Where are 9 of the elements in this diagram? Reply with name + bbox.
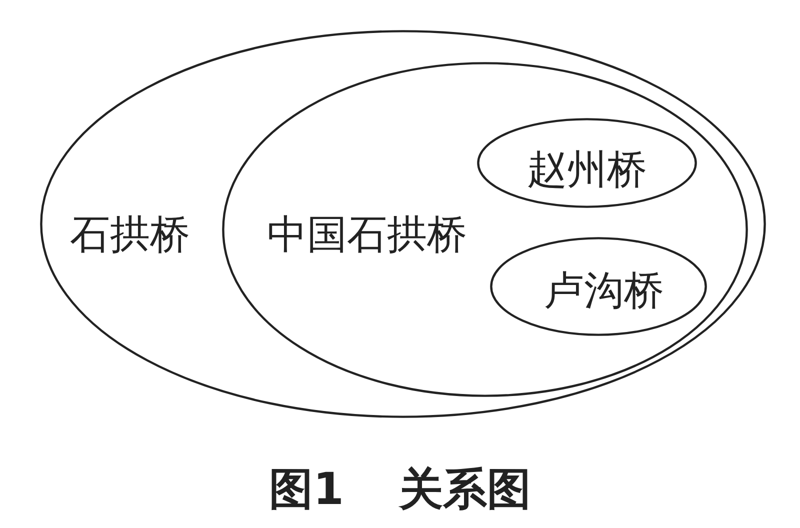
set-label: 卢沟桥 bbox=[544, 269, 664, 313]
set-ellipse bbox=[477, 118, 697, 208]
set-label: 赵州桥 bbox=[527, 148, 647, 192]
set-ellipse bbox=[40, 30, 766, 418]
set-ellipse bbox=[222, 62, 748, 397]
figure-caption: 图1 关系图 bbox=[269, 466, 531, 514]
set-label: 中国石拱桥 bbox=[267, 213, 467, 257]
set-ellipse bbox=[490, 237, 707, 336]
set-label: 石拱桥 bbox=[70, 213, 190, 257]
